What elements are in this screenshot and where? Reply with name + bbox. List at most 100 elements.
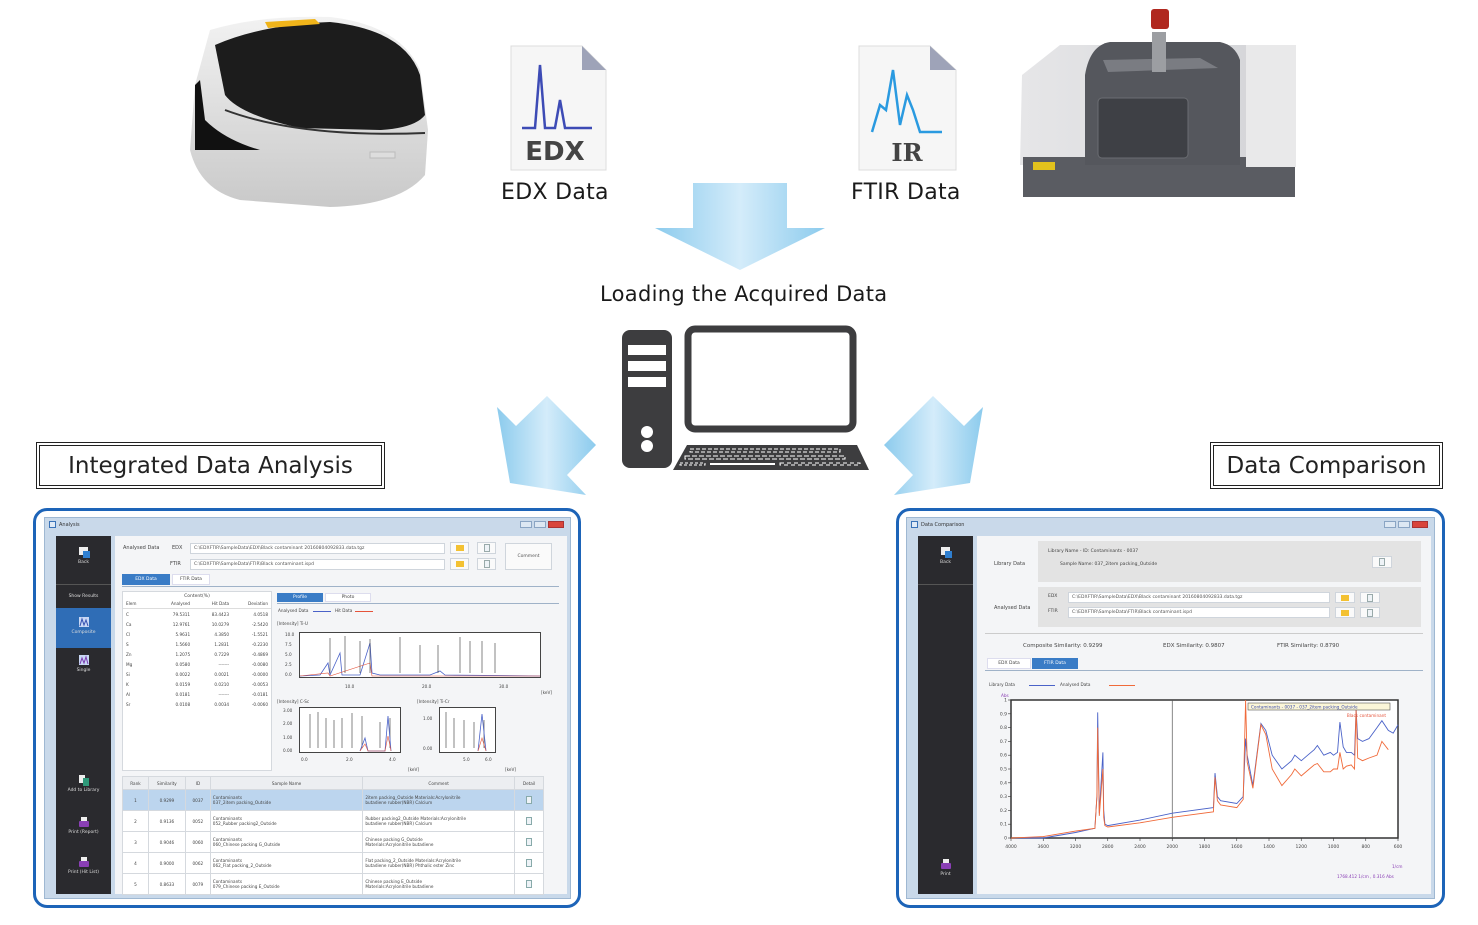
library-name: Library Name - ID: Contaminants - 0037 — [1048, 549, 1139, 554]
close-button[interactable] — [548, 521, 564, 528]
tab-profile[interactable]: Profile — [277, 593, 323, 602]
ftir-path-input[interactable]: C:\EDXFTIR\SampleData\FTIR\Black contami… — [1068, 607, 1330, 618]
edx-path-input[interactable]: C:\EDXFTIR\SampleData\EDX\Black contamin… — [190, 543, 445, 554]
col-detail[interactable]: Detail — [514, 776, 544, 790]
library-view-button[interactable] — [1372, 556, 1392, 568]
minimize-button[interactable] — [520, 521, 532, 528]
composite-similarity: Composite Similarity: 0.9299 — [1023, 643, 1103, 649]
comment-button[interactable]: Comment — [505, 543, 552, 570]
library-data-panel: Library Name - ID: Contaminants - 0037 S… — [1038, 541, 1421, 582]
col-rank[interactable]: Rank — [122, 776, 149, 790]
printer-icon — [78, 817, 89, 827]
col-similarity[interactable]: Similarity — [147, 776, 186, 790]
content-cell: 5.9631 — [175, 631, 191, 637]
y-tick-label: 10.0 — [285, 632, 295, 637]
detail-cell[interactable] — [514, 831, 544, 853]
maximize-button[interactable] — [534, 521, 546, 528]
close-button[interactable] — [1412, 521, 1428, 528]
detail-cell[interactable] — [514, 810, 544, 832]
rank-cell: 5 — [122, 873, 149, 895]
tab-edx-data[interactable]: EDX Data — [987, 658, 1031, 669]
similarity-cell: 0.9046 — [147, 831, 186, 853]
composite-button[interactable]: Composite — [56, 608, 111, 648]
ftir-view-button[interactable] — [1360, 607, 1380, 618]
y-tick-label: 2.00 — [283, 721, 293, 727]
chart-legend-library: Contaminants - 0037 - 037_2item packing_… — [1251, 704, 1358, 709]
detail-icon[interactable] — [526, 858, 533, 867]
detail-icon[interactable] — [526, 837, 533, 846]
kev-unit: [keV] — [505, 767, 516, 772]
y-tick-label: 0 — [1004, 836, 1007, 842]
edx-view-button[interactable] — [1360, 592, 1380, 603]
similarity-cell: 0.9299 — [147, 789, 186, 811]
back-button[interactable]: Back — [918, 546, 973, 565]
document-icon — [1367, 608, 1373, 617]
y-tick-label: 1.00 — [283, 734, 293, 740]
chart2-xtick: 4.0 — [389, 757, 396, 762]
col-sample-name[interactable]: Sample Name — [209, 776, 364, 790]
print-button[interactable]: Print — [918, 858, 973, 877]
sample-group: Contaminants — [212, 816, 243, 821]
ftir-path-input[interactable]: C:\EDXFTIR\SampleData\FTIR\Black contami… — [190, 559, 445, 570]
col-comment[interactable]: Comment — [362, 776, 516, 790]
x-tick-label: 2000 — [1167, 844, 1179, 850]
ftir-browse-button[interactable] — [1335, 607, 1355, 618]
similarity-cell: 0.9136 — [147, 810, 186, 832]
tab-edx-data[interactable]: EDX Data — [122, 574, 170, 585]
single-button[interactable]: Single — [56, 654, 111, 673]
app-icon — [911, 521, 918, 528]
edx-browse-button[interactable] — [450, 542, 469, 554]
detail-cell[interactable] — [514, 789, 544, 811]
maximize-button[interactable] — [1398, 521, 1410, 528]
tab-ftir-data[interactable]: FTIR Data — [172, 574, 210, 585]
col-id[interactable]: ID — [184, 776, 211, 790]
edx-path-input[interactable]: C:\EDXFTIR\SampleData\EDX\Black contamin… — [1068, 592, 1330, 603]
detail-icon[interactable] — [526, 795, 533, 804]
content-cell: 0.0181 — [175, 691, 191, 697]
content-cell: Si — [126, 671, 130, 677]
print-hit-list-button[interactable]: Print (Hit List) — [56, 856, 111, 875]
detail-cell[interactable] — [514, 852, 544, 874]
content-cell: Sr — [126, 701, 131, 707]
x-tick-label: 1600 — [1231, 844, 1243, 850]
series-line-analysed — [1010, 699, 1389, 839]
edx-browse-button[interactable] — [1335, 592, 1355, 603]
edx-view-button[interactable] — [477, 542, 496, 554]
edx-instrument-image — [190, 16, 428, 207]
back-button[interactable]: Back — [56, 546, 111, 565]
x-tick-label: 4000 — [1005, 844, 1017, 850]
print-report-button[interactable]: Print (Report) — [56, 816, 111, 835]
chart-legend-analysed: Black contaminant — [1347, 713, 1387, 718]
window-title: Analysis — [59, 522, 80, 528]
detail-icon[interactable] — [526, 879, 533, 888]
add-to-library-button[interactable]: Add to Library — [56, 774, 111, 793]
tab-photo[interactable]: Photo — [325, 593, 371, 602]
tab-ftir-data[interactable]: FTIR Data — [1032, 658, 1078, 669]
minimize-button[interactable] — [1384, 521, 1396, 528]
comment-cell: Rubber packing2_Outside Materials:Acrylo… — [362, 810, 516, 832]
x-tick-label: 1200 — [1296, 844, 1308, 850]
ftir-browse-button[interactable] — [450, 558, 469, 570]
ftir-view-button[interactable] — [477, 558, 496, 570]
comment-cell: Flat packing_2_Outside Materials:Acrylon… — [362, 852, 516, 874]
detail-icon[interactable] — [526, 816, 533, 825]
analysed-data-label: Analysed Data — [123, 545, 160, 551]
folder-icon — [1341, 609, 1349, 616]
y-tick-label: 0.0 — [285, 672, 292, 677]
content-cell: ------- — [218, 691, 230, 697]
chart3-xtick: 5.0 — [463, 757, 470, 762]
sample-group: Contaminants — [212, 858, 243, 863]
detail-cell[interactable] — [514, 873, 544, 895]
composite-label: Composite — [71, 630, 96, 635]
similarity-cell: 0.8633 — [147, 873, 186, 895]
